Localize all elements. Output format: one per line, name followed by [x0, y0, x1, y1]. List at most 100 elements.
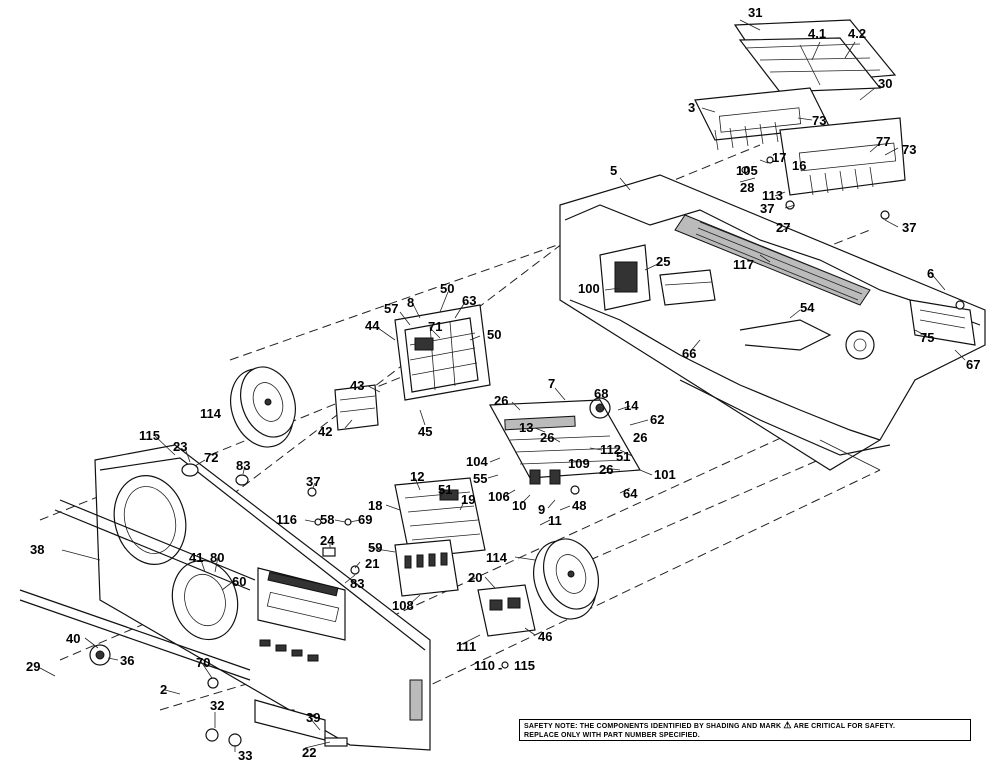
front-bezel: [19, 499, 256, 681]
callout-21: 21: [365, 556, 379, 571]
callout-4-1: 4.1: [808, 26, 826, 41]
callout-23: 23: [173, 439, 187, 454]
callout-58: 58: [320, 512, 334, 527]
callout-45: 45: [418, 424, 432, 439]
callout-4-2: 4.2: [848, 26, 866, 41]
callout-80: 80: [210, 550, 224, 565]
callout-32: 32: [210, 698, 224, 713]
callout-75: 75: [920, 330, 934, 345]
callout-72: 72: [204, 450, 218, 465]
callout-24: 24: [320, 533, 335, 548]
callout-40: 40: [66, 631, 80, 646]
callout-17: 17: [772, 150, 786, 165]
callout-73-right: 73: [902, 142, 916, 157]
callout-66: 66: [682, 346, 696, 361]
callout-51-b: 51: [438, 482, 452, 497]
small-bracket-assembly: [477, 584, 536, 637]
callout-62: 62: [650, 412, 664, 427]
callout-14: 14: [624, 398, 639, 413]
callout-55: 55: [473, 471, 487, 486]
callout-106: 106: [488, 489, 510, 504]
callout-29: 29: [26, 659, 40, 674]
callout-115-lower: 115: [514, 658, 535, 673]
callout-labels: 31 4.1 4.2 30 3 73 77 73 17 16 105 5 28 …: [26, 5, 980, 763]
callout-6: 6: [927, 266, 934, 281]
callout-50-upper: 50: [440, 281, 454, 296]
speaker-right: [533, 538, 599, 620]
callout-77: 77: [876, 134, 890, 149]
callout-19: 19: [461, 492, 475, 507]
callout-73-upper: 73: [812, 113, 826, 128]
front-panel: [94, 444, 431, 751]
callout-83-lower: 83: [350, 576, 364, 591]
callout-57: 57: [384, 301, 398, 316]
callout-41: 41: [189, 550, 203, 565]
callout-48: 48: [572, 498, 586, 513]
callout-113: 113: [762, 188, 783, 203]
callout-70: 70: [196, 655, 210, 670]
callout-30: 30: [878, 76, 892, 91]
callout-100: 100: [578, 281, 600, 296]
callout-116: 116: [276, 512, 297, 527]
callout-31: 31: [748, 5, 762, 20]
callout-27: 27: [776, 220, 790, 235]
circuit-board-lower: [394, 477, 486, 597]
cassette-mechanism: [659, 269, 716, 306]
callout-51-a: 51: [616, 449, 630, 464]
callout-46: 46: [538, 629, 552, 644]
callout-5: 5: [610, 163, 617, 178]
callout-112: 112: [600, 442, 621, 457]
callout-60: 60: [232, 574, 246, 589]
callout-16: 16: [792, 158, 806, 173]
callout-28: 28: [740, 180, 754, 195]
callout-108: 108: [392, 598, 414, 613]
callout-12: 12: [410, 469, 424, 484]
callout-37-lower: 37: [306, 474, 320, 489]
callout-10: 10: [512, 498, 526, 513]
callout-33: 33: [238, 748, 252, 763]
callout-69: 69: [358, 512, 372, 527]
callout-38: 38: [30, 542, 44, 557]
callout-dash: -: [498, 660, 502, 675]
callout-3: 3: [688, 100, 695, 115]
safety-note-text-1: SAFETY NOTE: THE COMPONENTS IDENTIFIED B…: [524, 723, 782, 730]
callout-7: 7: [548, 376, 555, 391]
callout-114-left: 114: [200, 406, 222, 421]
callout-111: 111: [456, 639, 476, 654]
callout-63: 63: [462, 293, 476, 308]
callout-26-a: 26: [494, 393, 508, 408]
callout-42: 42: [318, 424, 332, 439]
callout-54: 54: [800, 300, 815, 315]
callout-101: 101: [654, 467, 676, 482]
callout-36: 36: [120, 653, 134, 668]
warning-triangle-icon: ⚠: [783, 720, 792, 730]
speaker-left: [230, 366, 296, 448]
circuit-board-upper: [489, 397, 641, 485]
callout-117: 117: [733, 257, 754, 272]
callout-44: 44: [365, 318, 380, 333]
callout-22: 22: [302, 745, 316, 760]
callout-11: 11: [548, 513, 562, 528]
chassis-block: [334, 304, 491, 431]
callout-71: 71: [428, 319, 442, 334]
callout-109: 109: [568, 456, 590, 471]
callout-20: 20: [468, 570, 482, 585]
callout-68: 68: [594, 386, 608, 401]
callout-115-upper: 115: [139, 428, 160, 443]
leader-lines: [39, 19, 966, 752]
callout-26-d: 26: [599, 462, 613, 477]
callout-39: 39: [306, 710, 320, 725]
callout-114-right: 114: [486, 550, 508, 565]
safety-note-text-2: ARE CRITICAL FOR SAFETY.: [793, 723, 896, 730]
callout-83-upper: 83: [236, 458, 250, 473]
rear-cabinet: [559, 174, 986, 471]
callout-9: 9: [538, 502, 545, 517]
callout-64: 64: [623, 486, 638, 501]
callout-25: 25: [656, 254, 670, 269]
callout-43: 43: [350, 378, 364, 393]
safety-note-text-3: REPLACE ONLY WITH PART NUMBER SPECIFIED.: [524, 732, 700, 739]
callout-2: 2: [160, 682, 167, 697]
callout-37-upper: 37: [760, 201, 774, 216]
